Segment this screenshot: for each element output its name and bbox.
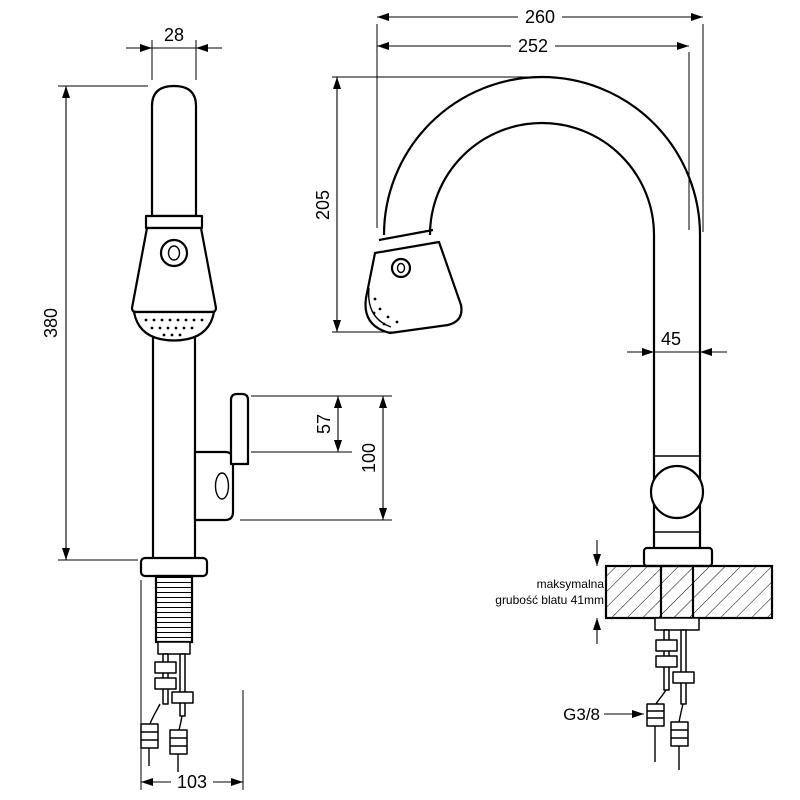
aerator-front: [132, 310, 216, 342]
spray-head-collar-front: [144, 214, 204, 230]
dim-260: 260: [376, 7, 704, 232]
dim-380-label: 380: [41, 308, 61, 338]
countertop-note-line1: maksymalna: [537, 577, 605, 591]
dim-252: 252: [377, 36, 690, 230]
dim-103: 103: [140, 580, 244, 792]
supply-hoses-side: [646, 689, 689, 770]
dim-28: 28: [126, 25, 222, 80]
shank-nut: [157, 641, 191, 655]
thread-callout: G3/8: [563, 705, 644, 724]
dim-28-label: 28: [164, 25, 184, 45]
dim-57-100: 57 100: [240, 395, 392, 521]
dim-205-label: 205: [313, 190, 333, 220]
riser-column-front: [151, 333, 197, 558]
countertop-note: maksymalna grubość blatu 41mm: [495, 540, 604, 644]
base-flange-side: [642, 546, 714, 568]
dim-205: 205: [313, 76, 540, 333]
dim-100-label: 100: [359, 443, 379, 473]
base-flange-front: [139, 556, 209, 578]
fixing-studs-side: [655, 629, 695, 705]
spray-button-side: [390, 257, 412, 279]
dim-45-label: 45: [661, 329, 681, 349]
dim-57-label: 57: [314, 414, 334, 434]
valve-housing: [193, 450, 235, 522]
aerator-holes: [144, 318, 204, 337]
shank-nut-side: [654, 617, 700, 631]
supply-hoses-front: [140, 703, 188, 772]
g38-connector: [646, 703, 665, 727]
dim-103-label: 103: [177, 772, 207, 792]
countertop-slab: [604, 564, 774, 620]
countertop-note-line2: grubość blatu 41mm: [495, 593, 604, 607]
spray-button-inner-side: [396, 262, 406, 274]
spout-tube-front: [150, 84, 198, 218]
fixing-studs-front: [154, 653, 194, 717]
dim-380: 380: [41, 85, 148, 561]
mounting-shank: [154, 574, 194, 644]
spray-button-front: [159, 238, 189, 268]
ball-joint: [649, 464, 705, 520]
dim-260-label: 260: [525, 7, 555, 27]
side-view: 260 252 205 45 maksymalna gru: [313, 7, 774, 770]
housing-cap: [214, 472, 230, 500]
spray-head-side: [364, 228, 463, 335]
dim-45: 45: [627, 329, 727, 356]
thread-label: G3/8: [563, 705, 600, 724]
handle-lever: [229, 392, 250, 466]
front-view: 28 380 57 100 103: [41, 25, 392, 792]
spray-button-inner-front: [167, 245, 181, 261]
dim-252-label: 252: [518, 36, 548, 56]
